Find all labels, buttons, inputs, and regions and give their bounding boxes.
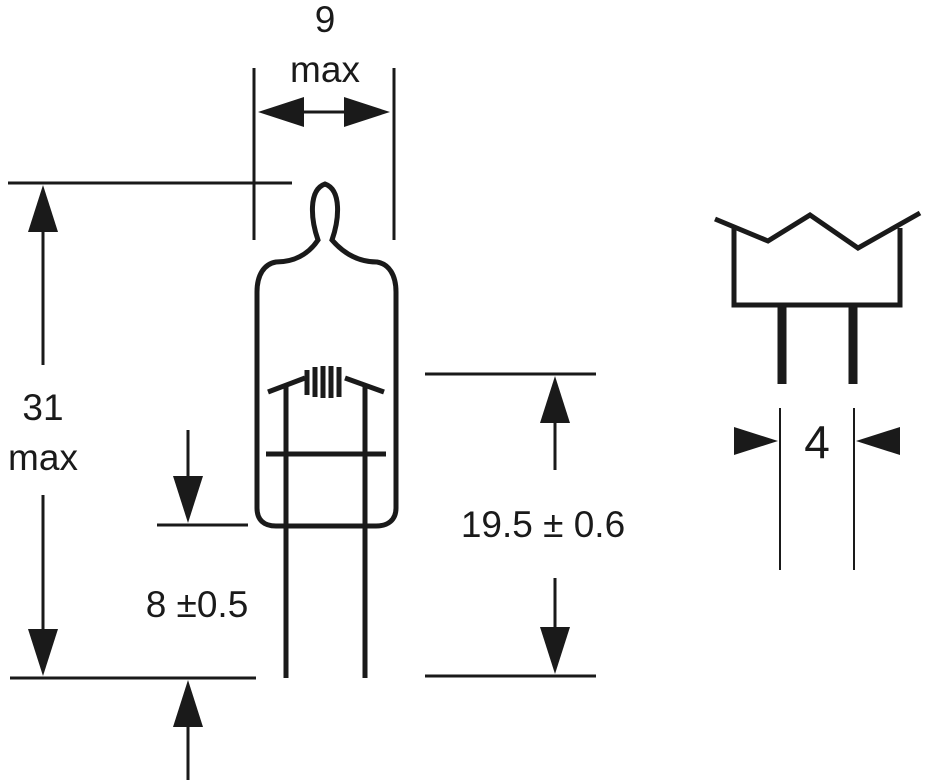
width-value-label: 9	[315, 0, 336, 40]
crown-outline	[714, 210, 922, 251]
arrowhead-right	[344, 97, 390, 127]
arrowhead-up	[540, 376, 570, 423]
arrowhead-right	[734, 427, 778, 455]
arrowhead-left	[258, 97, 304, 127]
light-center-label: 19.5 ± 0.6	[461, 504, 625, 545]
bulb-outline	[254, 181, 399, 529]
filament-lead-left	[267, 375, 306, 395]
height-unit-label: max	[8, 437, 78, 478]
base-body	[731, 228, 903, 308]
base-offset-dimension: 8 ±0.5	[146, 430, 249, 780]
filament-lead-right	[344, 375, 385, 395]
pin-spacing-label: 4	[804, 416, 830, 468]
height-dimension: 31 max	[8, 181, 292, 680]
width-dimension: 9 max	[252, 0, 396, 240]
arrowhead-down	[173, 476, 203, 523]
arrowhead-left	[856, 427, 900, 455]
base-symbol: 4	[714, 210, 922, 570]
arrowhead-down	[540, 627, 570, 674]
arrowhead-up	[28, 185, 58, 232]
width-unit-label: max	[290, 49, 360, 90]
base-offset-label: 8 ±0.5	[146, 584, 249, 625]
arrowhead-up	[173, 680, 203, 727]
height-value-label: 31	[22, 387, 63, 428]
filament-coil	[304, 366, 342, 398]
lamp-body	[254, 181, 399, 678]
light-center-dimension: 19.5 ± 0.6	[425, 372, 625, 678]
arrowhead-down	[28, 629, 58, 676]
